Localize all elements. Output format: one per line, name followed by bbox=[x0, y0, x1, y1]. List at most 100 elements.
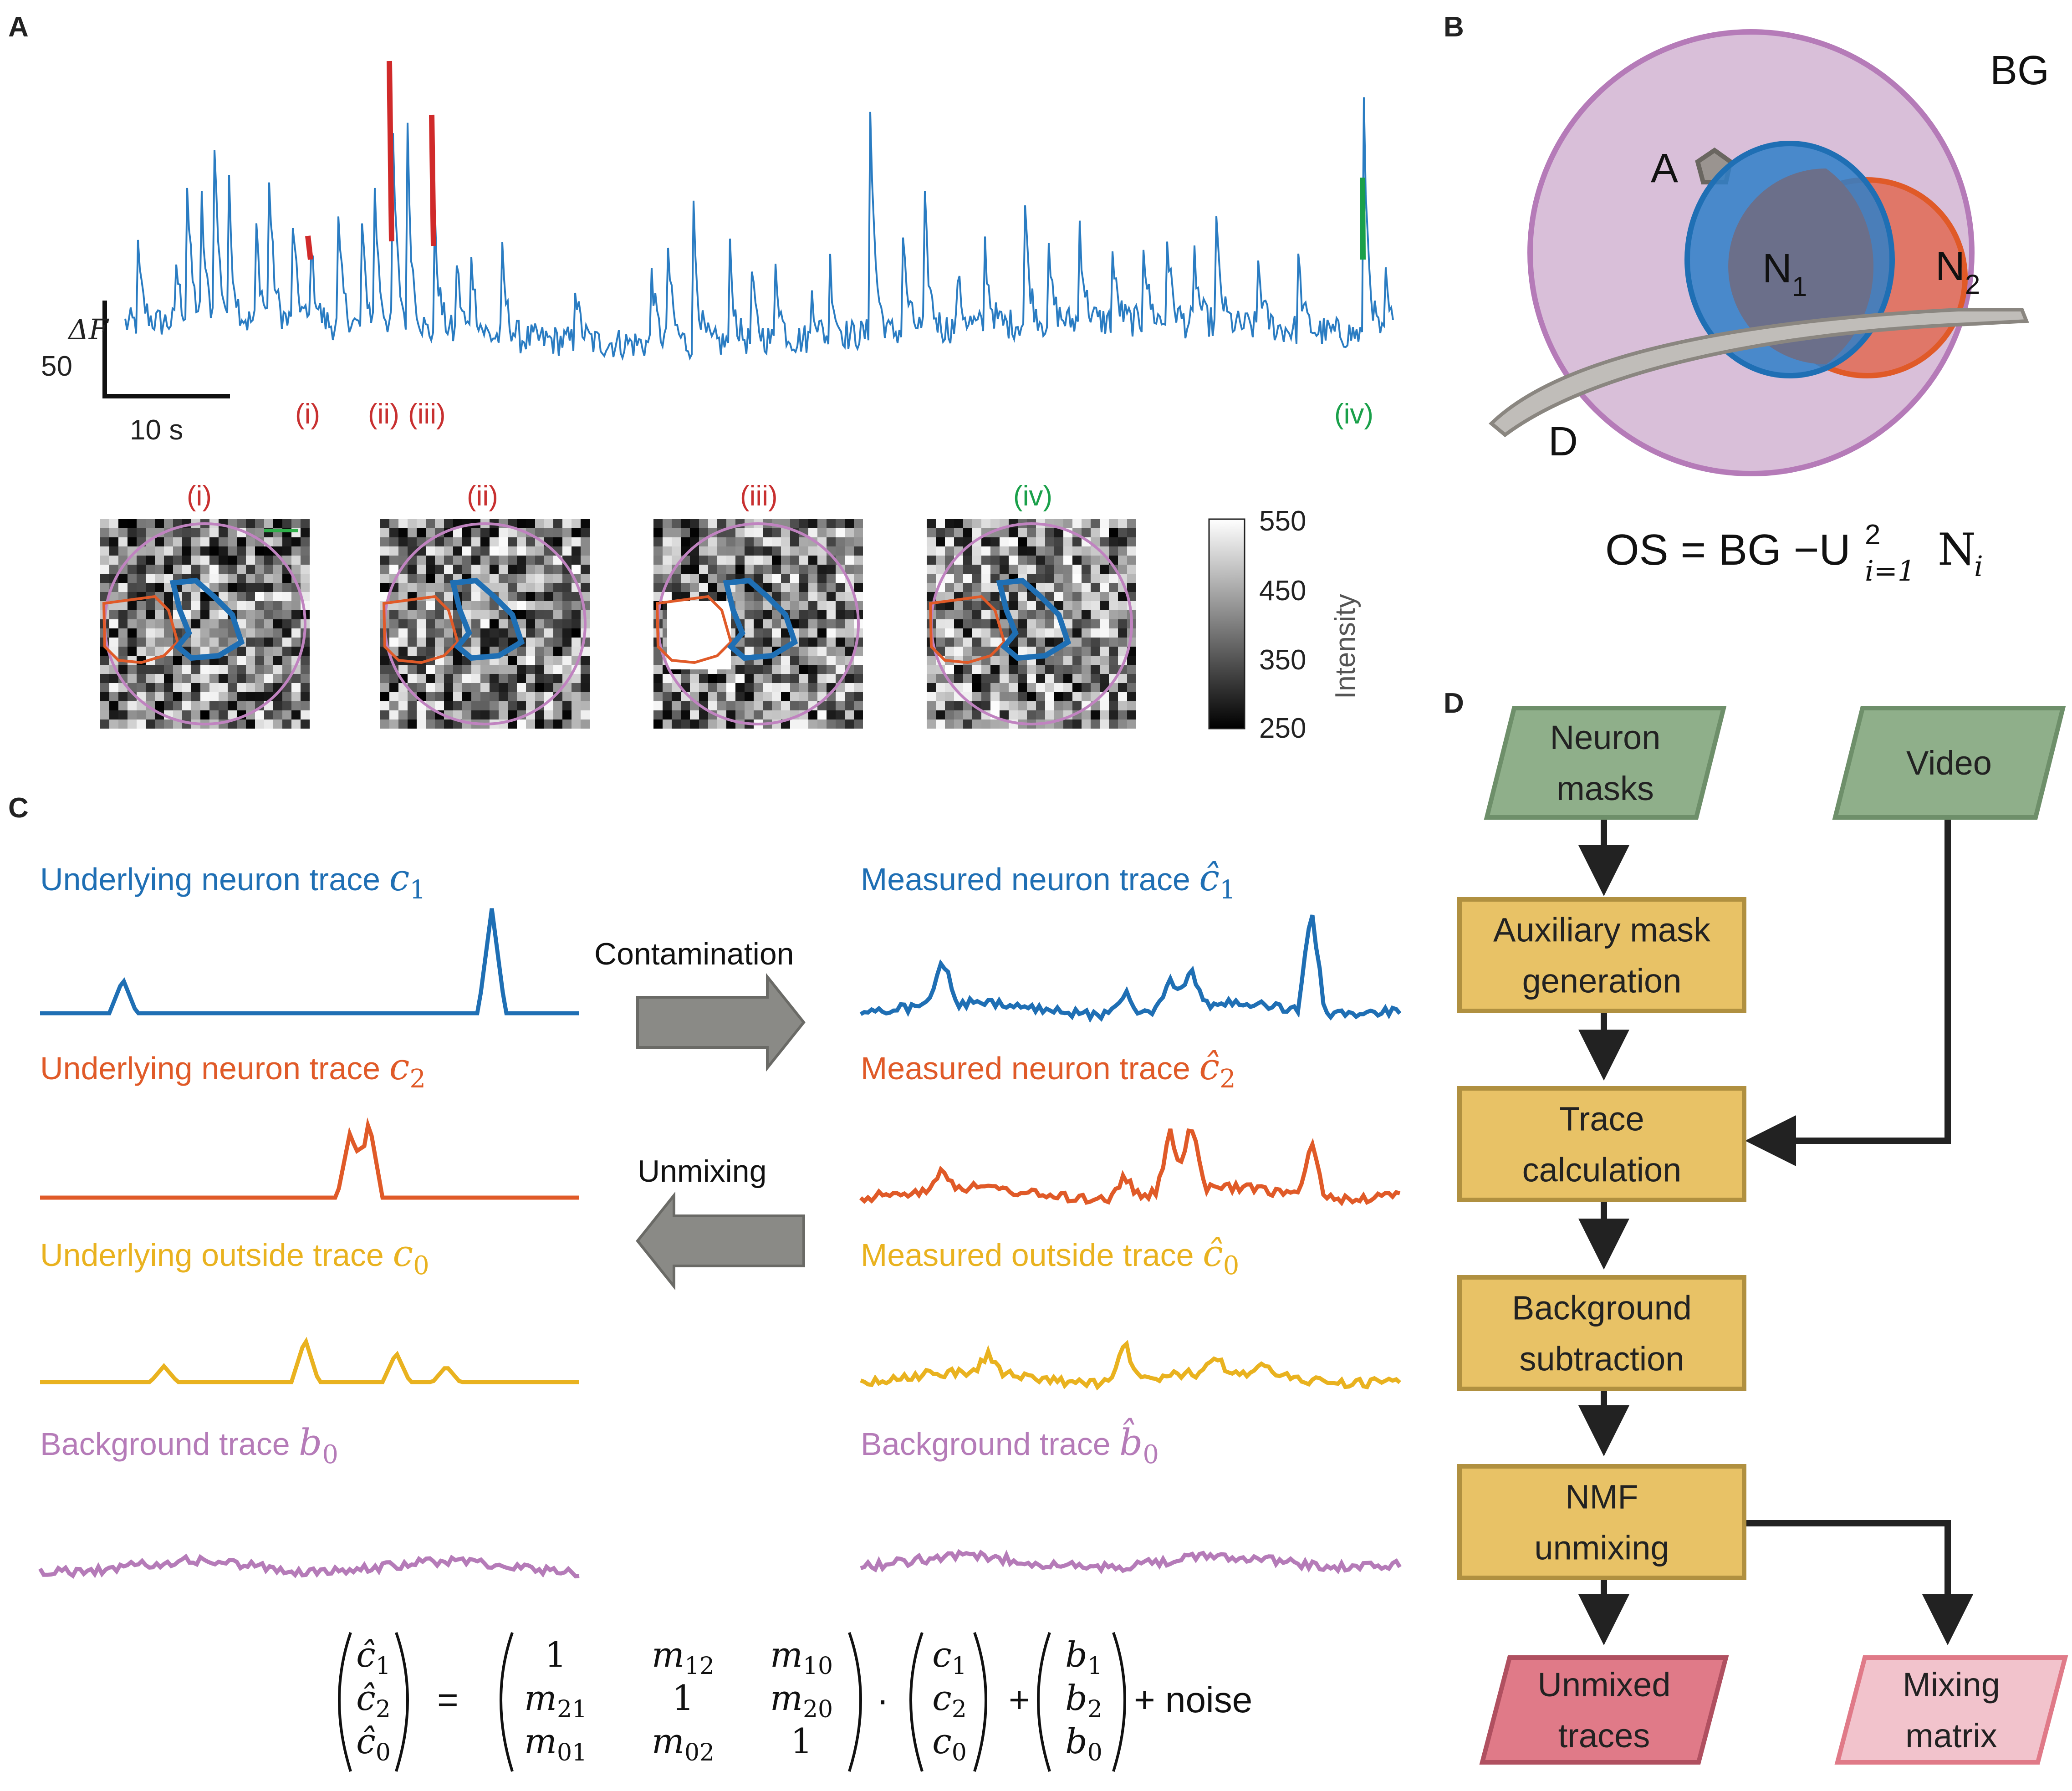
frame-pixel bbox=[1072, 556, 1082, 565]
measured-trace-1 bbox=[859, 1128, 1401, 1207]
frame-pixel bbox=[836, 592, 845, 601]
component-traces bbox=[38, 908, 1402, 1579]
frame-pixel bbox=[128, 583, 137, 592]
frame-pixel bbox=[255, 601, 264, 610]
frame-pixel bbox=[471, 647, 480, 656]
frame-pixel bbox=[790, 674, 799, 683]
frame-pixel bbox=[754, 692, 763, 701]
frame-pixel bbox=[291, 701, 301, 710]
node-box bbox=[1457, 1464, 1746, 1580]
frame-pixel bbox=[1072, 592, 1082, 601]
frame-pixel bbox=[246, 647, 255, 656]
frame-pixel bbox=[209, 556, 219, 565]
frame-pixel bbox=[726, 674, 735, 683]
frame-pixel bbox=[745, 701, 754, 710]
frame-pixel bbox=[781, 574, 790, 583]
frame-pixel bbox=[954, 601, 963, 610]
frame-pixel bbox=[1054, 692, 1063, 701]
frame-pixel bbox=[1045, 619, 1054, 628]
frame-pixel bbox=[173, 692, 182, 701]
frame-pixel bbox=[1036, 665, 1045, 674]
frame-pixel bbox=[772, 701, 781, 710]
frame-pixel bbox=[735, 710, 745, 719]
frame-pixel bbox=[535, 565, 544, 574]
frame-pixel bbox=[581, 537, 590, 546]
frame-pixel bbox=[799, 683, 808, 692]
frame-pixel bbox=[781, 692, 790, 701]
frame-pixel bbox=[990, 565, 1000, 574]
frame-pixel bbox=[927, 710, 936, 719]
frame-pixel bbox=[535, 619, 544, 628]
frame-pixel bbox=[1118, 710, 1127, 719]
frame-pixel bbox=[717, 592, 726, 601]
frame-pixel bbox=[1027, 638, 1036, 647]
scale-x-label: 10 s bbox=[130, 414, 183, 446]
frame-pixel bbox=[963, 601, 972, 610]
frame-pixel bbox=[282, 665, 291, 674]
frame-pixel bbox=[191, 710, 200, 719]
frame-pixel bbox=[772, 583, 781, 592]
lhs-term-0: ĉ1 bbox=[356, 1634, 391, 1680]
frame-pixel bbox=[708, 674, 717, 683]
frame-pixel bbox=[544, 719, 553, 729]
frame-pixel bbox=[972, 601, 981, 610]
frame-pixel bbox=[380, 701, 389, 710]
frame-pixel bbox=[781, 701, 790, 710]
frame-pixel bbox=[535, 610, 544, 619]
frame-pixel bbox=[772, 628, 781, 638]
event-label-iv: (iv) bbox=[1334, 398, 1373, 430]
frame-pixel bbox=[118, 592, 128, 601]
frame-pixel bbox=[164, 519, 173, 528]
frame-pixel bbox=[219, 683, 228, 692]
frame-pixel bbox=[282, 610, 291, 619]
frame-pixel bbox=[799, 546, 808, 556]
frame-pixel bbox=[845, 710, 854, 719]
frame-pixel bbox=[936, 610, 945, 619]
frame-pixel bbox=[1000, 619, 1009, 628]
frame-pixel bbox=[146, 610, 155, 619]
frame-pixel bbox=[735, 546, 745, 556]
frame-pixel bbox=[808, 574, 817, 583]
frame-pixel bbox=[264, 674, 273, 683]
frame-pixel bbox=[854, 692, 863, 701]
frame-pixel bbox=[845, 647, 854, 656]
frame-pixel bbox=[845, 528, 854, 537]
frame-pixel bbox=[426, 556, 435, 565]
frame-pixel bbox=[228, 565, 237, 574]
frame-pixel bbox=[790, 665, 799, 674]
frame-pixel bbox=[1027, 574, 1036, 583]
node-text: Neuron bbox=[1550, 719, 1661, 756]
frame-pixel bbox=[726, 556, 735, 565]
frame-pixel bbox=[836, 656, 845, 665]
frame-pixel bbox=[209, 683, 219, 692]
frame-pixel bbox=[173, 528, 182, 537]
frame-pixel bbox=[553, 647, 562, 656]
frame-pixel bbox=[264, 565, 273, 574]
frame-pixel bbox=[781, 546, 790, 556]
frame-pixel bbox=[1000, 692, 1009, 701]
frame-pixel bbox=[836, 692, 845, 701]
frame-pixel bbox=[936, 546, 945, 556]
frame-pixel bbox=[1000, 565, 1009, 574]
frame-pixel bbox=[1018, 565, 1027, 574]
node-text: Unmixed bbox=[1538, 1666, 1671, 1704]
frame-pixel bbox=[526, 610, 535, 619]
frame-pixel bbox=[745, 619, 754, 628]
frame-pixel bbox=[681, 719, 690, 729]
frame-pixel bbox=[1018, 665, 1027, 674]
frame-pixel bbox=[480, 528, 490, 537]
frame-pixel bbox=[827, 638, 836, 647]
node-text: Auxiliary mask bbox=[1493, 911, 1711, 949]
frame-pixel bbox=[109, 638, 118, 647]
frame-pixel bbox=[480, 628, 490, 638]
frame-pixel bbox=[981, 665, 990, 674]
frame-pixel bbox=[1045, 537, 1054, 546]
frame-pixel bbox=[137, 528, 146, 537]
frame-pixel bbox=[1045, 665, 1054, 674]
frame-pixel bbox=[137, 665, 146, 674]
frame-pixel bbox=[827, 710, 836, 719]
frame-pixel bbox=[191, 647, 200, 656]
frame-pixel bbox=[954, 537, 963, 546]
frame-pixel bbox=[398, 647, 408, 656]
